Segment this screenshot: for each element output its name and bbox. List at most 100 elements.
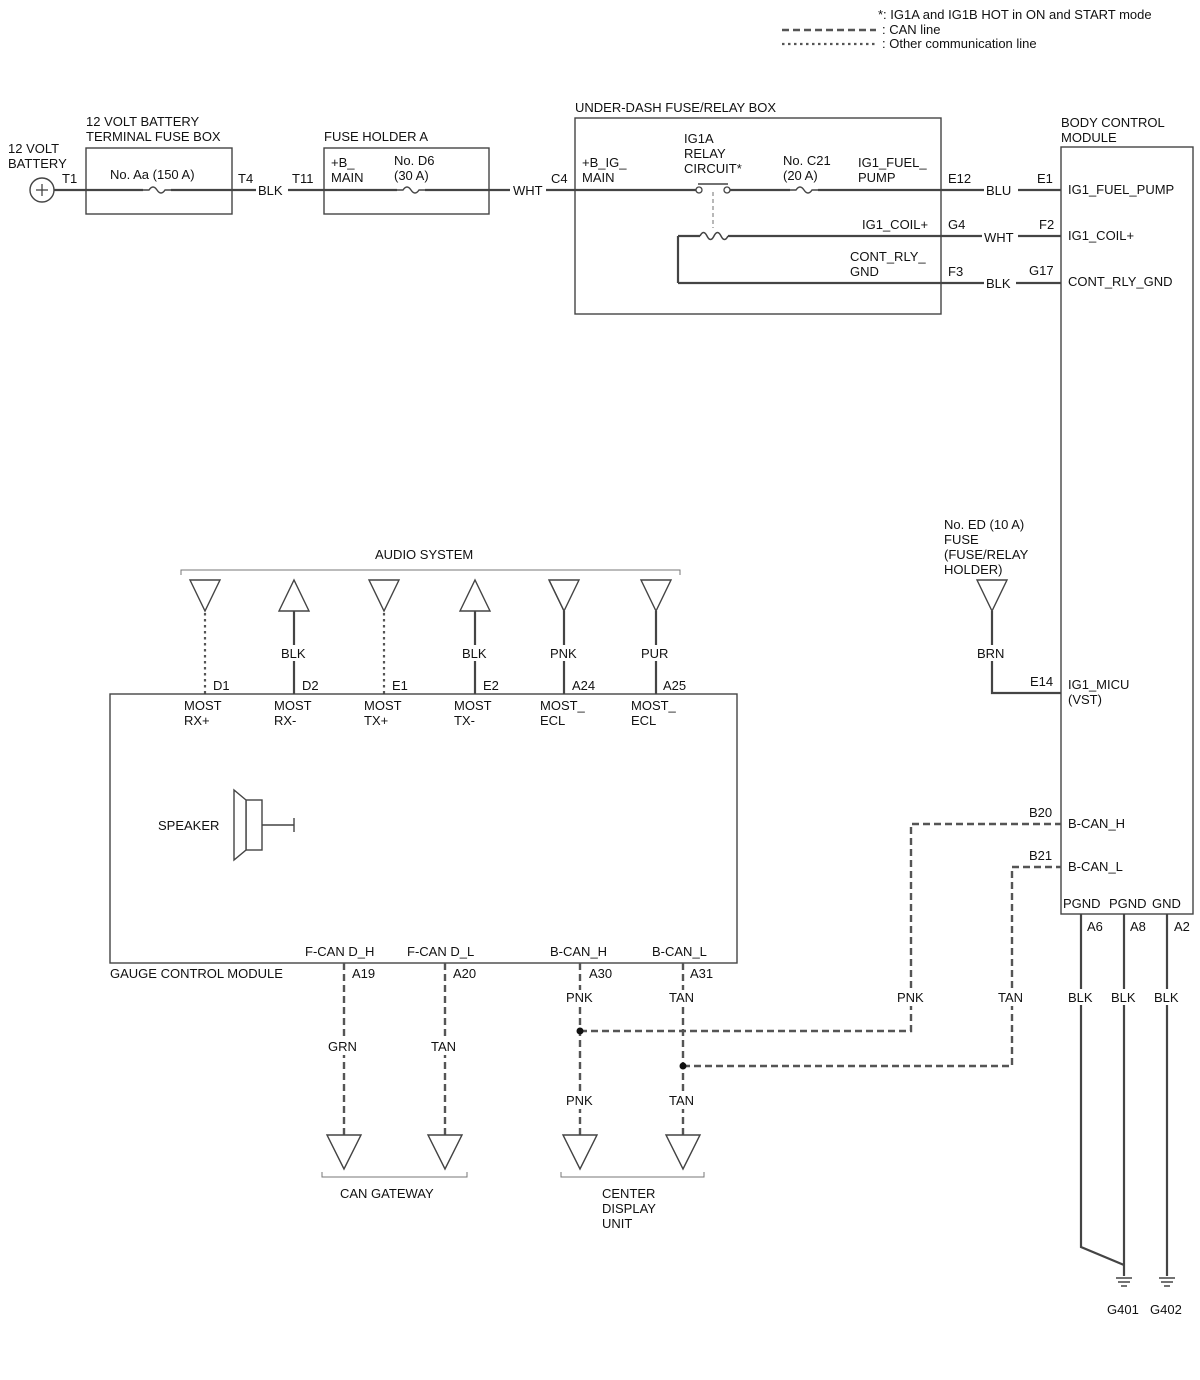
wire-label-tan-fcan: TAN xyxy=(431,1039,456,1054)
gauge-pin-a25-l1: MOST_ xyxy=(631,698,677,713)
gauge-pin-d2-l1: MOST xyxy=(274,698,312,713)
fuse-holder-a-in-terminal: T11 xyxy=(292,171,313,186)
relay-label-line2: RELAY xyxy=(684,146,726,161)
fuse-holder-a-title: FUSE HOLDER A xyxy=(324,129,428,144)
out2-label: IG1_COIL+ xyxy=(862,217,928,232)
gauge-control-module: MOST RX+ MOST RX- MOST TX+ MOST TX- MOST… xyxy=(109,693,738,981)
bcm-pin-f2-terminal: F2 xyxy=(1039,217,1054,232)
wire-label-bg xyxy=(548,645,580,661)
gauge-pin-a19-label: F-CAN D_H xyxy=(305,944,374,959)
wire-label-blk-2: BLK xyxy=(986,276,1011,291)
relay-label-line3: CIRCUIT* xyxy=(684,161,742,176)
wire-label-bg xyxy=(326,1039,362,1055)
audio-d2-terminal: D2 xyxy=(302,678,319,693)
battery-terminal: T1 xyxy=(62,171,77,186)
center-display-unit: CENTER DISPLAY UNIT xyxy=(560,1134,705,1231)
wire-label-bg xyxy=(975,645,1009,661)
audio-bracket xyxy=(180,569,681,575)
audio-connector-d1-icon xyxy=(188,579,222,613)
cdu-bracket xyxy=(560,1172,705,1178)
fuse-d6-symbol xyxy=(397,186,425,194)
wire-label-bg xyxy=(429,1039,461,1055)
out3-terminal: F3 xyxy=(948,264,963,279)
wire-label-grn: GRN xyxy=(328,1039,357,1054)
audio-e2-terminal: E2 xyxy=(483,678,499,693)
bcm-can-l-terminal: B21 xyxy=(1029,848,1052,863)
gauge-pin-a20-label: F-CAN D_L xyxy=(407,944,474,959)
audio-d2-wire: BLK xyxy=(281,646,306,661)
out1-label-line2: PUMP xyxy=(858,170,896,185)
gauge-pin-a24-l1: MOST_ xyxy=(540,698,586,713)
wire-label-bg xyxy=(279,645,309,661)
gauge-pin-a25-l2: ECL xyxy=(631,713,656,728)
bcm-can-h-terminal: B20 xyxy=(1029,805,1052,820)
under-dash-label-line1: +B_IG_ xyxy=(582,155,627,170)
gauge-pin-e2-l2: TX- xyxy=(454,713,475,728)
gauge-pin-d1-l1: MOST xyxy=(184,698,222,713)
terminal-fuse-box-outline xyxy=(85,147,233,215)
gauge-a19-terminal: A19 xyxy=(352,966,375,981)
can-gateway-bracket xyxy=(321,1172,468,1178)
audio-a25-terminal: A25 xyxy=(663,678,686,693)
out1-label-line1: IG1_FUEL_ xyxy=(858,155,927,170)
ground-g401-icon xyxy=(1116,1277,1132,1287)
wire-label-blu: BLU xyxy=(986,183,1011,198)
ground-a6-terminal: A6 xyxy=(1087,919,1103,934)
fuse-c21-line1: No. C21 xyxy=(783,153,831,168)
wire-label-bg xyxy=(895,990,927,1006)
terminal-fuse-box-fuse: No. Aa (150 A) xyxy=(110,167,195,182)
fuse-holder-a-label-line2: MAIN xyxy=(331,170,364,185)
audio-connector-e1-icon xyxy=(367,579,401,613)
fuse-ed-connector-icon xyxy=(975,579,1009,613)
audio-d1-terminal: D1 xyxy=(213,678,230,693)
audio-connector-a25-icon xyxy=(639,579,673,613)
wire-label-tan-cdu: TAN xyxy=(669,1093,694,1108)
terminal-fuse-box-title-line2: TERMINAL FUSE BOX xyxy=(86,129,221,144)
wire-label-bg xyxy=(996,990,1028,1006)
fuse-holder-a-fuse-line2: (30 A) xyxy=(394,168,429,183)
audio-e1-terminal: E1 xyxy=(392,678,408,693)
battery-name-line1: 12 VOLT xyxy=(8,141,59,156)
speaker-icon xyxy=(233,788,295,862)
ground-g402-icon xyxy=(1159,1277,1175,1287)
audio-connector-a24-icon xyxy=(547,579,581,613)
wire-label-wht-1: WHT xyxy=(513,183,543,198)
wire-label-tan-a31: TAN xyxy=(669,990,694,1005)
bcm-can-l-label: B-CAN_L xyxy=(1068,859,1123,874)
ground-wire-label-2: BLK xyxy=(1111,990,1136,1005)
fuse-holder-a-label-line1: +B_ xyxy=(331,155,355,170)
cdu-label-line2: DISPLAY xyxy=(602,1201,656,1216)
fuse-aa-symbol xyxy=(143,186,171,194)
gauge-pin-e2-l1: MOST xyxy=(454,698,492,713)
under-dash-in-terminal: C4 xyxy=(551,171,568,186)
under-dash-title: UNDER-DASH FUSE/RELAY BOX xyxy=(575,100,776,115)
gauge-a30-terminal: A30 xyxy=(589,966,612,981)
cdu-label-line3: UNIT xyxy=(602,1216,632,1231)
under-dash-outline xyxy=(574,117,942,315)
audio-e2-wire: BLK xyxy=(462,646,487,661)
gauge-pin-e1-l1: MOST xyxy=(364,698,402,713)
fuse-c21-line2: (20 A) xyxy=(783,168,818,183)
gauge-a20-terminal: A20 xyxy=(453,966,476,981)
fuse-ed-line1: No. ED (10 A) xyxy=(944,517,1024,532)
bcm-pin-e1-terminal: E1 xyxy=(1037,171,1053,186)
gauge-pin-a31-label: B-CAN_L xyxy=(652,944,707,959)
splice-bcan-h xyxy=(576,1027,584,1035)
wire-ground-a6 xyxy=(1079,914,1125,1267)
legend: *: IG1A and IG1B HOT in ON and START mod… xyxy=(782,7,1152,51)
fuse-holder-a: FUSE HOLDER A T11 +B_ MAIN No. D6 (30 A) xyxy=(292,129,490,215)
gauge-pin-d2-l2: RX- xyxy=(274,713,296,728)
bcm-pin-g17-label: CONT_RLY_GND xyxy=(1068,274,1173,289)
wire-label-wht-2: WHT xyxy=(984,230,1014,245)
wire-label-tan-bcm: TAN xyxy=(998,990,1023,1005)
bcm-title-line2: MODULE xyxy=(1061,130,1117,145)
ground-wires: A6 A8 A2 BLK BLK BLK G401 G402 xyxy=(1066,914,1190,1317)
terminal-fuse-box-title-line1: 12 VOLT BATTERY xyxy=(86,114,200,129)
out2-terminal: G4 xyxy=(948,217,965,232)
ground-g401-label: G401 xyxy=(1107,1302,1139,1317)
gauge-outline xyxy=(109,693,738,964)
gauge-a31-terminal: A31 xyxy=(690,966,713,981)
wire-label-bg xyxy=(1109,989,1139,1005)
relay-contact-left xyxy=(695,186,703,194)
